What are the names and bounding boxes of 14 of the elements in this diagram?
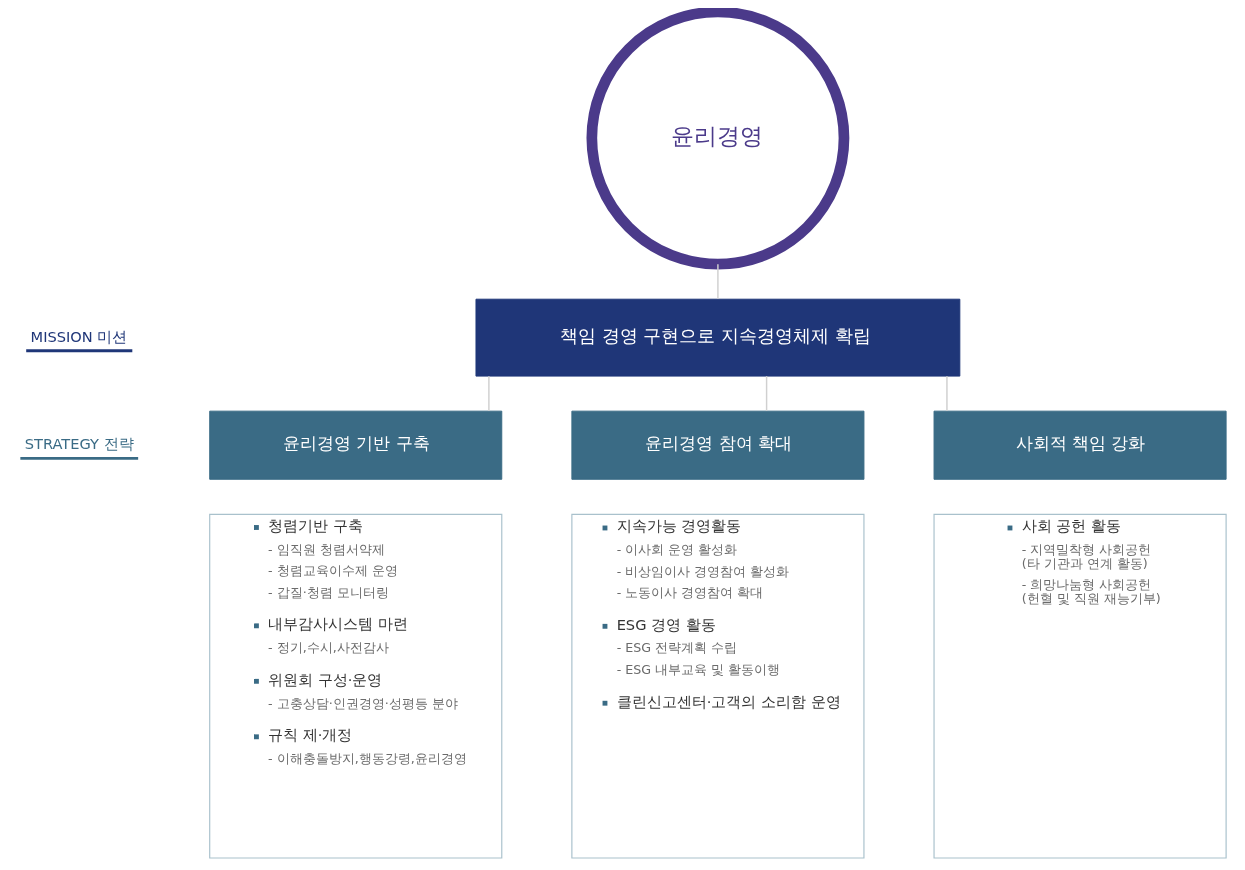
node-box: 윤리경영 참여 확대: [571, 410, 865, 480]
node-box: 사회적 책임 강화: [933, 410, 1227, 480]
connector: [717, 263, 719, 300]
connector: [488, 375, 490, 412]
label: STRATEGY 전략: [24, 435, 134, 453]
connector: [946, 375, 948, 412]
node-box: 윤리경영 기반 구축: [209, 410, 503, 480]
node-box: 사회 공헌 활동 - 지역밀착형 사회공헌 (타 기관과 연계 활동) - 희망나눔형 사회공헌 (헌혈 및 직원 재능기부): [933, 513, 1227, 859]
node-circle: 윤리경영: [586, 8, 850, 270]
node-box: 책임 경영 구현으로 지속경영체제 확립: [475, 298, 961, 377]
node-box: 청렴기반 구축 - 임직원 청렴서약제 - 청렴교육이수제 운영 - 갑질·청렴 모니터링 내부감사시스템 마련 - 정기,수시,사전감사 위원회 구성·운영 - 고충상담·인권경영·성평등 분야 규칙 제·개정 - 이해충돌방지,행동강령,윤리경영: [209, 513, 503, 859]
connector: [765, 375, 768, 412]
node-box: 지속가능 경영활동 - 이사회 운영 활성화 - 비상임이사 경영참여 활성화 - 노동이사 경영참여 확대 ESG 경영 활동 - ESG 전략계획 수립 - ESG 내부교육 및 활동이행 클린신고센터·고객의 소리함 운영: [571, 513, 865, 859]
label: MISSION 미션: [30, 327, 128, 345]
